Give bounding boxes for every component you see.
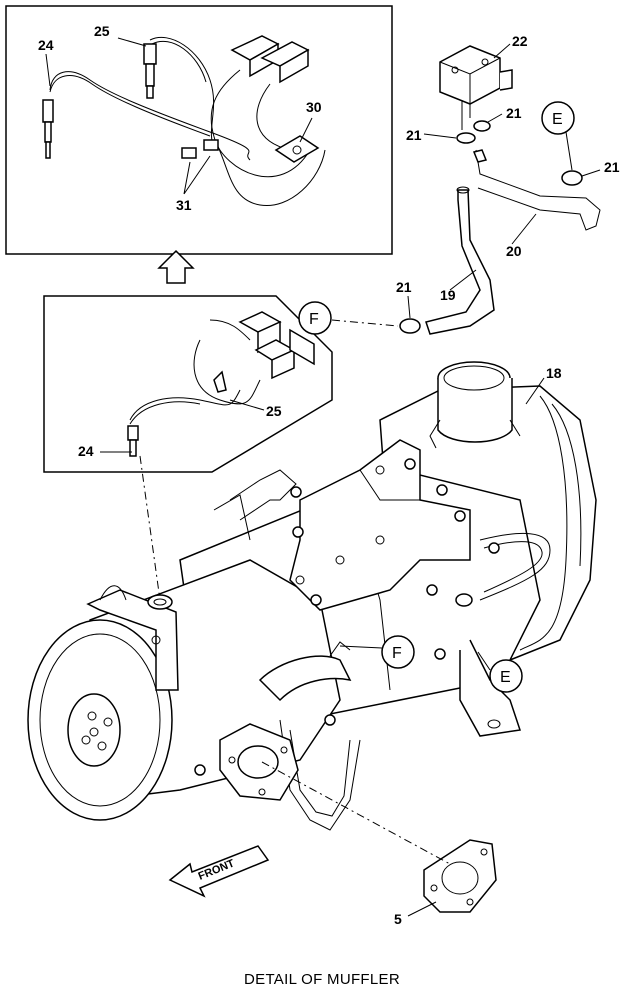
hose-20 xyxy=(472,149,601,231)
callout-21-b: 21 xyxy=(406,127,422,143)
ref-letter-e-main: E xyxy=(500,669,511,686)
ref-circle-e-main xyxy=(489,659,523,693)
muffler-assembly-18 xyxy=(27,361,597,831)
callout-24-detail: 24 xyxy=(38,37,54,53)
up-arrow-icon xyxy=(157,249,195,284)
harness-clip-30 xyxy=(274,135,320,163)
ref-letter-e-detail: E xyxy=(552,111,563,128)
sensor-detail-callout xyxy=(43,295,333,473)
ref-letter-f-detail: F xyxy=(309,311,319,328)
callout-30: 30 xyxy=(306,99,322,115)
callout-22: 22 xyxy=(512,33,528,49)
exhaust-temp-sensor-24-detail xyxy=(42,71,251,161)
callout-21-c: 21 xyxy=(604,159,620,175)
exhaust-temp-sensor-25-detail xyxy=(143,36,216,151)
callout-31: 31 xyxy=(176,197,192,213)
callout-25-main: 25 xyxy=(266,403,282,419)
ref-circle-f-main xyxy=(381,635,415,669)
front-direction-arrow: FRONT xyxy=(168,845,270,898)
harness-clamps-31 xyxy=(181,139,219,159)
callout-18: 18 xyxy=(546,365,562,381)
pressure-sensor-22 xyxy=(439,43,513,130)
callout-20: 20 xyxy=(506,243,522,259)
ref-circle-e-detail xyxy=(541,101,575,135)
callout-5: 5 xyxy=(394,911,402,927)
ref-letter-f-main: F xyxy=(392,645,402,662)
hose-19 xyxy=(425,186,495,335)
ref-circle-f-detail xyxy=(298,301,332,335)
callout-24-main: 24 xyxy=(78,443,94,459)
gasket-5 xyxy=(423,839,497,913)
sensor-detail-box xyxy=(5,5,393,255)
callout-21-d: 21 xyxy=(396,279,412,295)
diagram-caption: DETAIL OF MUFFLER xyxy=(244,971,400,988)
callout-19: 19 xyxy=(440,287,456,303)
callout-25-detail: 25 xyxy=(94,23,110,39)
callout-21-a: 21 xyxy=(506,105,522,121)
harness-connectors-detail xyxy=(210,35,326,207)
hose-clamps-21 xyxy=(399,120,583,334)
